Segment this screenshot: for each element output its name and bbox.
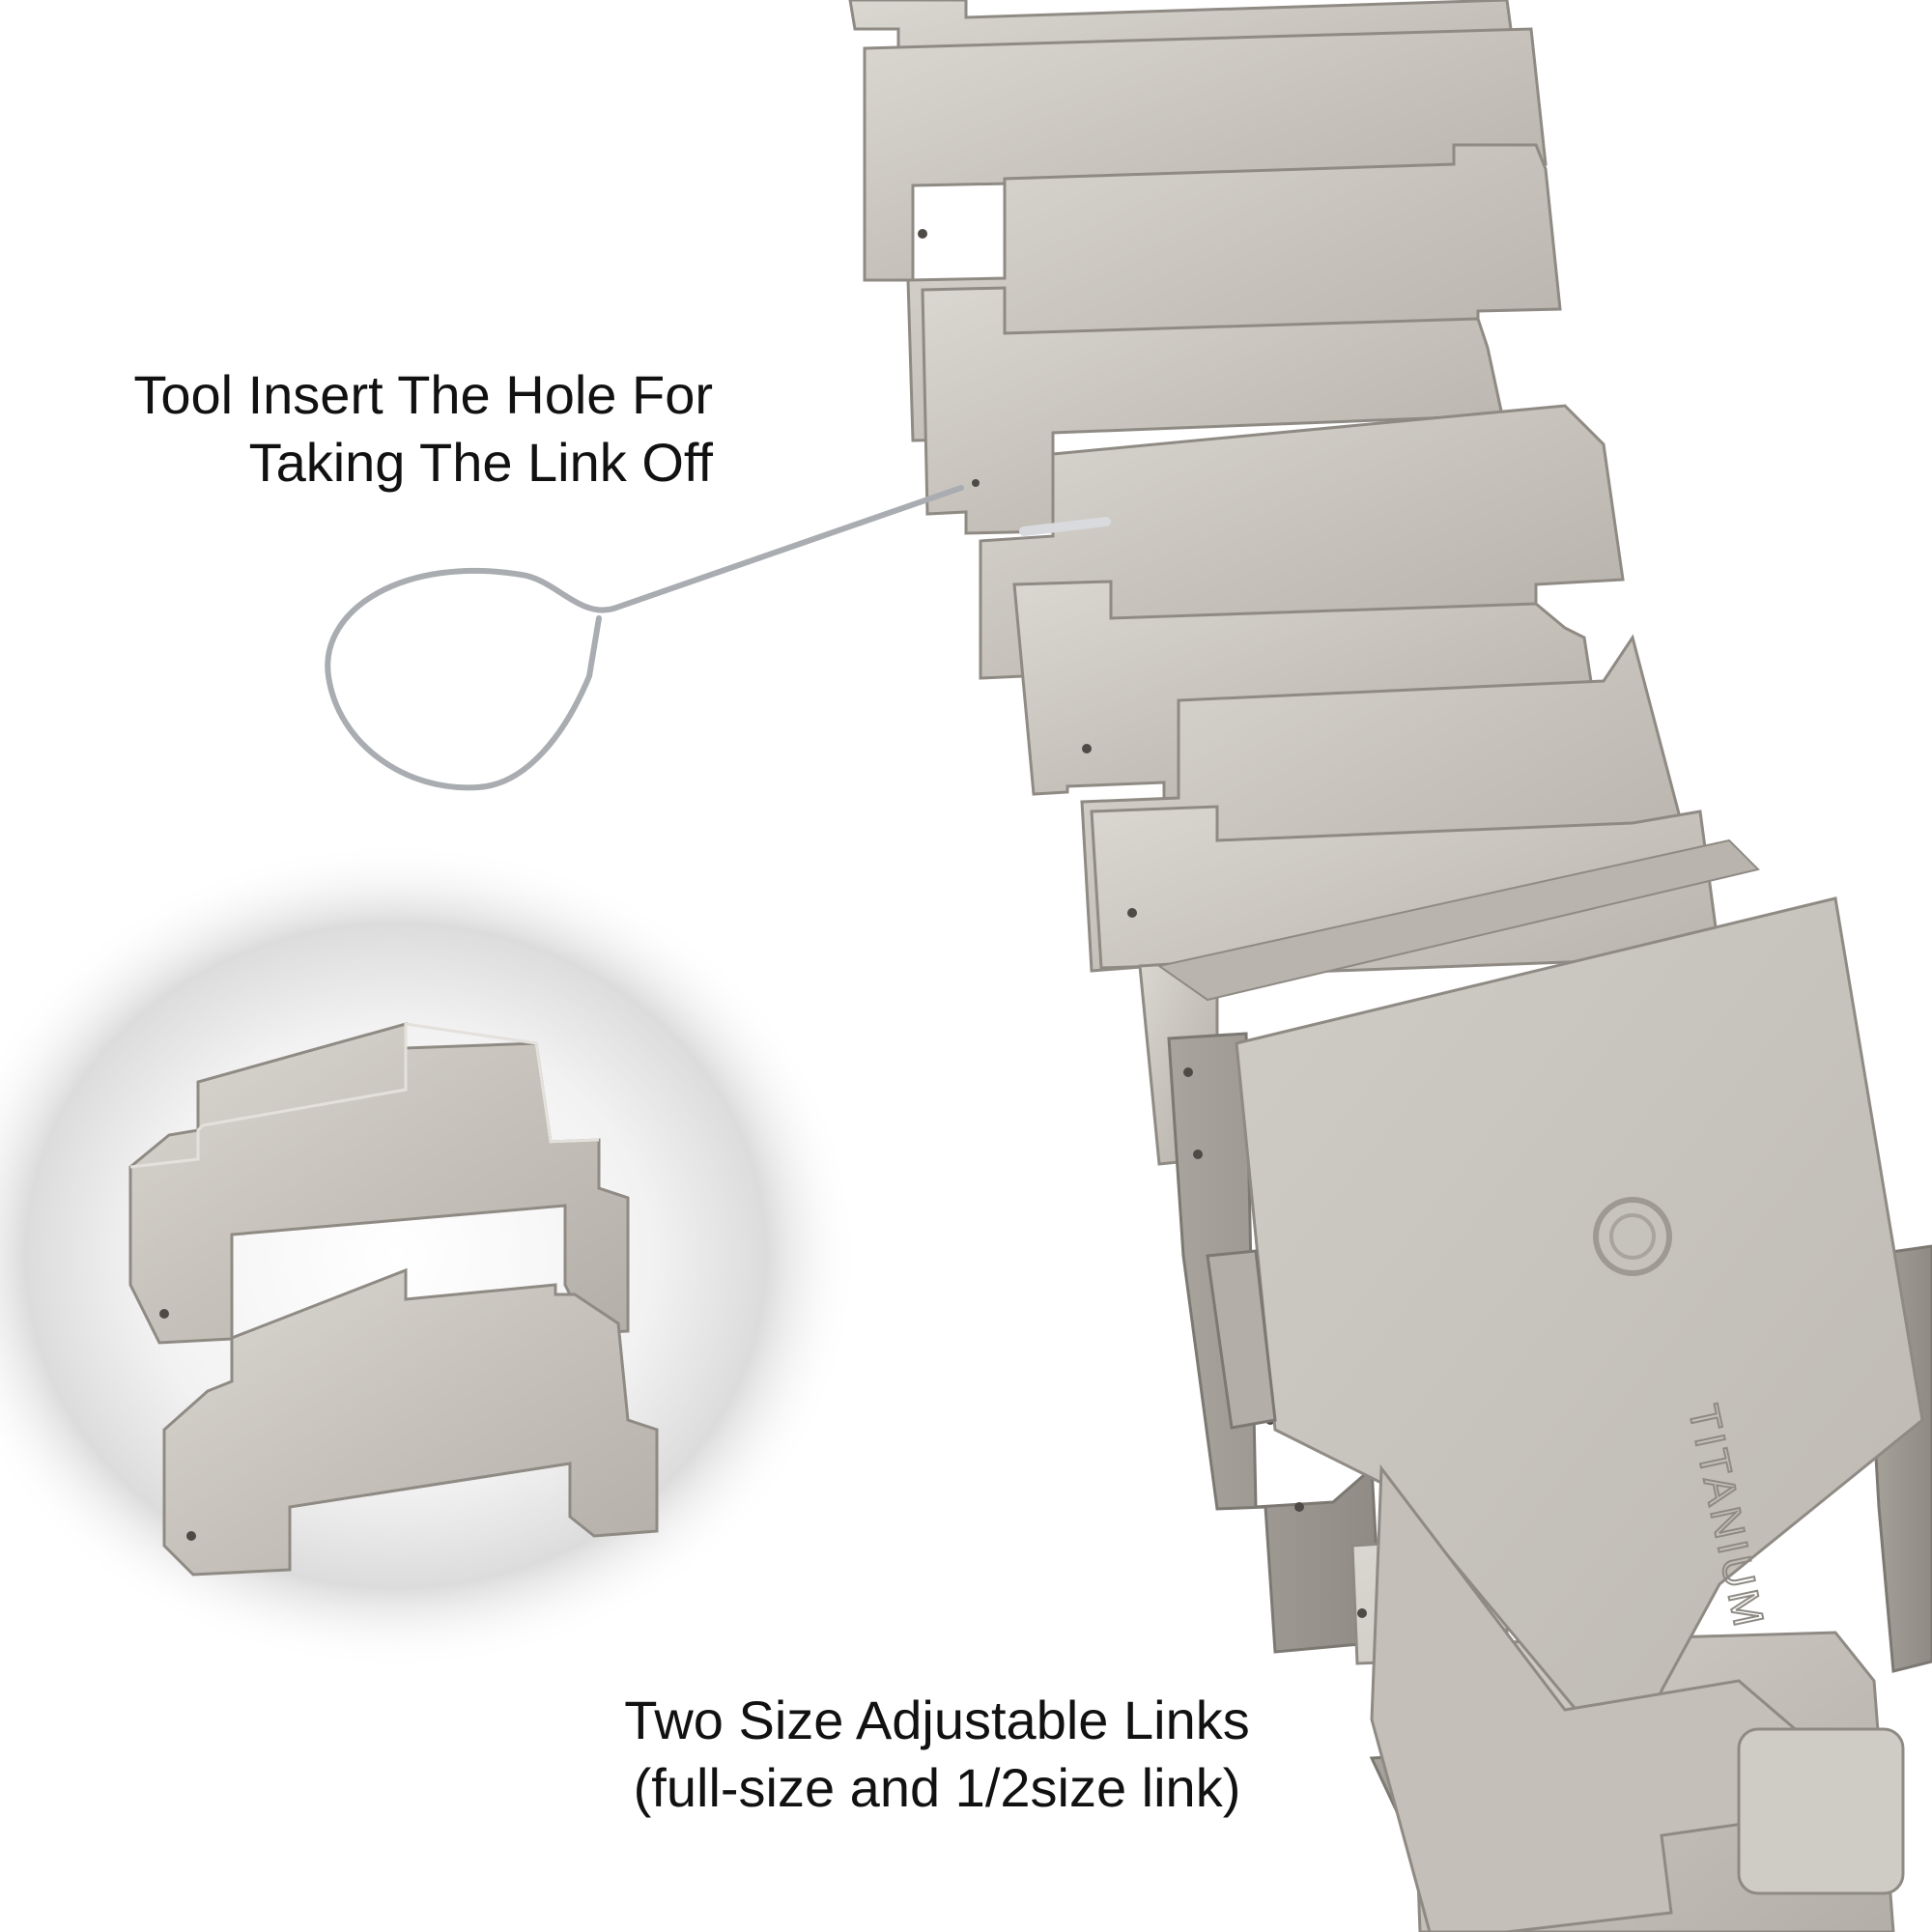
tool-caption-line-1: Tool Insert The Hole For (133, 364, 713, 425)
links-caption-line-2: (full-size and 1/2size link) (633, 1757, 1241, 1818)
clasp-plate (1235, 896, 1924, 1781)
links-caption-line-1: Two Size Adjustable Links (624, 1690, 1250, 1750)
clasp-emblem (1593, 1197, 1672, 1276)
clasp-fold (1370, 1463, 1808, 1932)
clasp-release-button (1206, 1249, 1277, 1430)
bracelet-link (921, 286, 1504, 535)
tool-caption: Tool Insert The Hole For Taking The Link… (62, 361, 713, 497)
deployment-clasp: TITANIUM (1156, 838, 1924, 1932)
clasp-upper-bar (1156, 838, 1760, 1002)
tool-tip (1019, 517, 1111, 536)
clasp-hinge (1737, 1727, 1905, 1895)
links-caption: Two Size Adjustable Links (full-size and… (589, 1687, 1285, 1822)
adjustable-link-half (162, 1267, 659, 1577)
tool-wire (325, 485, 964, 791)
adjustable-link-full (128, 1022, 630, 1345)
link-removal-tool (325, 485, 1111, 791)
tool-caption-line-2: Taking The Link Off (248, 432, 713, 493)
